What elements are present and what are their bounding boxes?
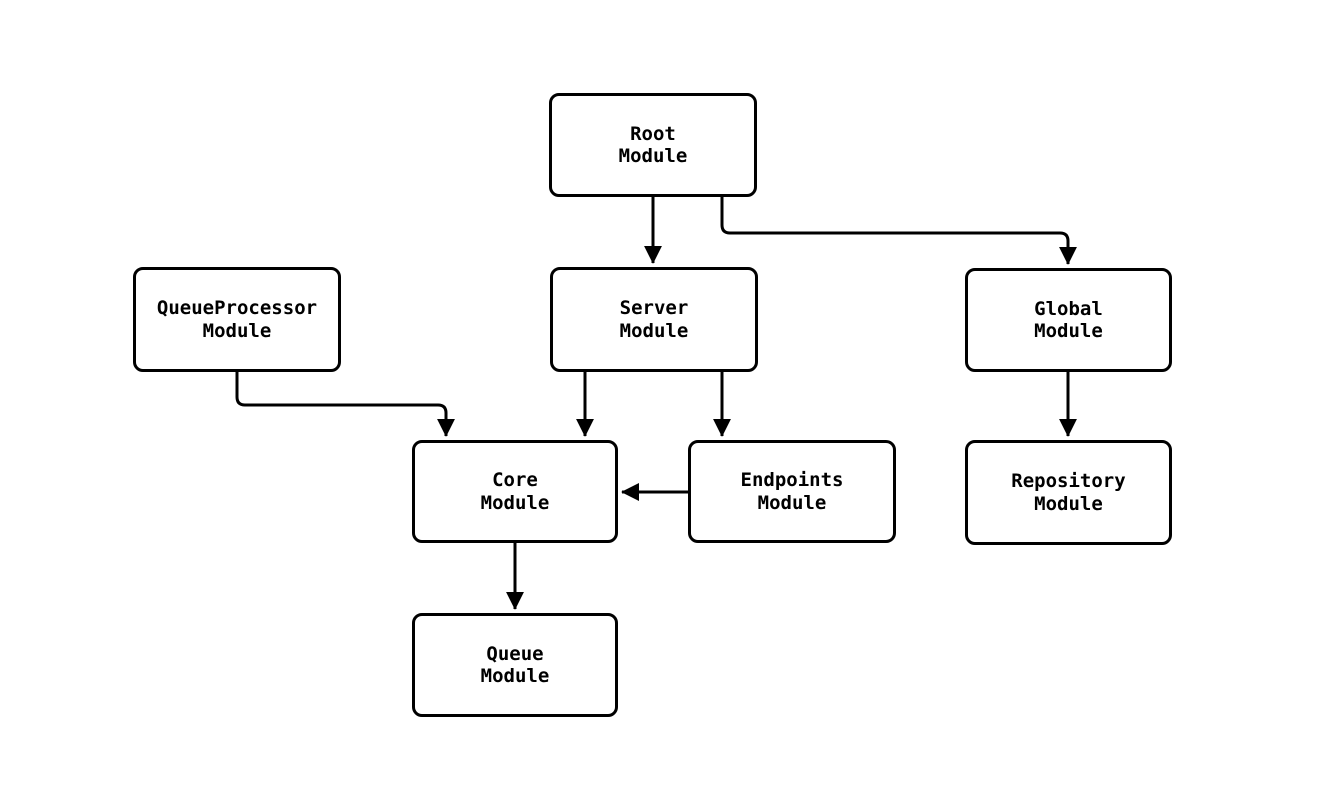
node-server-module-label: Server Module [619,297,689,342]
node-global-module-label: Global Module [1034,297,1103,342]
node-queueprocessor-module: QueueProcessor Module [133,267,341,372]
node-server-module: Server Module [550,267,758,372]
edge-queueprocessor-to-core [235,372,455,437]
node-core-module-label: Core Module [480,469,550,514]
node-endpoints-module: Endpoints Module [688,440,896,543]
node-queue-module: Queue Module [412,613,618,717]
edge-root-to-global [720,197,1077,265]
node-queue-module-label: Queue Module [480,642,550,687]
node-root-module-label: Root Module [618,122,688,167]
node-endpoints-module-label: Endpoints Module [740,469,844,514]
node-core-module: Core Module [412,440,618,543]
node-global-module: Global Module [965,268,1172,372]
node-repository-module-label: Repository Module [1011,470,1126,515]
node-root-module: Root Module [549,93,757,197]
node-repository-module: Repository Module [965,440,1172,545]
node-queueprocessor-module-label: QueueProcessor Module [156,297,318,342]
